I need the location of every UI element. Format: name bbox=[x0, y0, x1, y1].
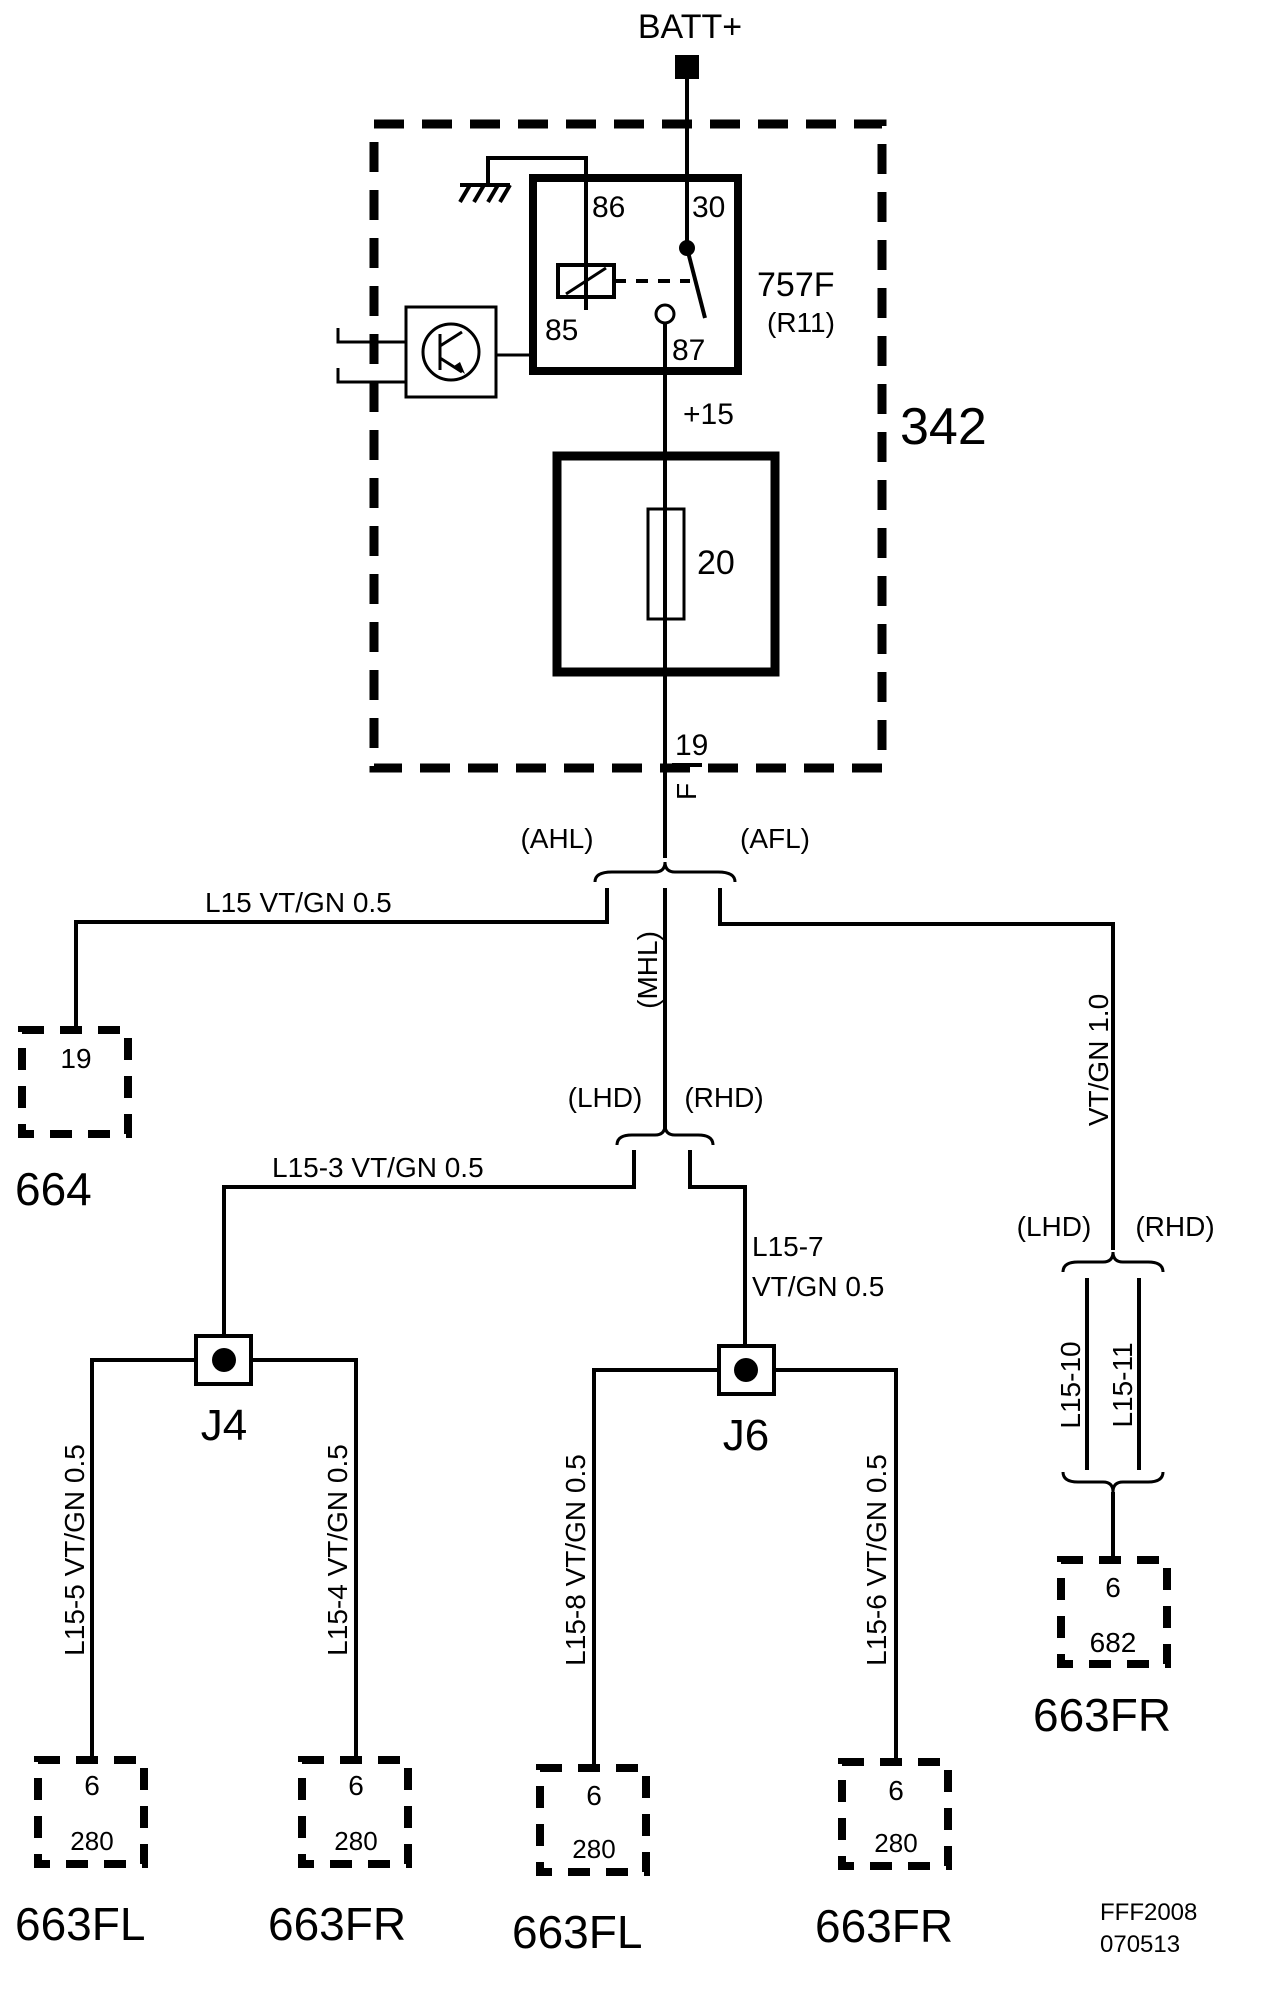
relay-sub-label: (R11) bbox=[767, 307, 835, 338]
connector-663fl-2-ref: 663FL bbox=[512, 1906, 642, 1958]
wire-l15-7 bbox=[688, 1150, 747, 1350]
wire-l15-7-spec: VT/GN 0.5 bbox=[752, 1271, 884, 1302]
ground-icon-hatch-2 bbox=[472, 183, 486, 204]
relay-switch-arm bbox=[685, 247, 707, 319]
option-afl: (AFL) bbox=[740, 823, 810, 854]
fuse-pin-side: F bbox=[671, 783, 702, 800]
wire-l15-ahl bbox=[74, 888, 609, 1030]
batt-terminal bbox=[675, 55, 699, 79]
relay-ref-label: 757F bbox=[757, 266, 835, 304]
option-rhd-right: (RHD) bbox=[1135, 1211, 1214, 1242]
ground-icon bbox=[458, 183, 472, 204]
relay-coil-slash bbox=[565, 266, 607, 296]
wire-l15-5-label: L15-5 VT/GN 0.5 bbox=[59, 1444, 90, 1656]
option-lhd-right: (LHD) bbox=[1017, 1211, 1092, 1242]
ground-icon-hatch-3 bbox=[486, 183, 500, 204]
splice-j6-dot bbox=[734, 1358, 758, 1382]
batt-plus-label: BATT+ bbox=[638, 8, 742, 46]
connector-663fr-1-pin: 6 bbox=[348, 1770, 364, 1801]
connector-663fl-2-pin: 6 bbox=[586, 1780, 602, 1811]
splice-j6-label: J6 bbox=[723, 1411, 769, 1460]
footer-code: FFF2008 bbox=[1100, 1899, 1197, 1926]
connector-663fl-1-body bbox=[34, 1756, 148, 1868]
transistor-icon bbox=[421, 322, 481, 382]
relay-body bbox=[529, 174, 742, 375]
connector-663fr-2-ref: 663FR bbox=[815, 1900, 953, 1952]
fuse-pin: 19 bbox=[675, 729, 708, 762]
right-option-brace-bottom bbox=[1061, 1471, 1165, 1493]
connector-663fr-2-body bbox=[838, 1758, 952, 1870]
transistor-box bbox=[404, 305, 498, 399]
connector-663fl-2-body bbox=[536, 1764, 650, 1876]
wire-l15-6-label: L15-6 VT/GN 0.5 bbox=[861, 1454, 892, 1666]
connector-663fl-1-ref: 663FL bbox=[15, 1898, 145, 1950]
connector-663fl-1-pin: 6 bbox=[84, 1770, 100, 1801]
splice-j4: J4 bbox=[90, 1334, 358, 1760]
wire-l15-label: L15 VT/GN 0.5 bbox=[205, 887, 392, 918]
wire-right-trunk-label: VT/GN 1.0 bbox=[1083, 994, 1114, 1126]
splice-j6: J6 bbox=[592, 1344, 898, 1768]
option-rhd-mid: (RHD) bbox=[684, 1082, 763, 1113]
connector-663fr-2-pin: 6 bbox=[888, 1775, 904, 1806]
relay-pin-85: 85 bbox=[545, 314, 578, 347]
connector-663fl-1: 6 280 663FL bbox=[15, 1756, 148, 1950]
connector-664-pin: 19 bbox=[60, 1043, 91, 1074]
option-lhd-mid: (LHD) bbox=[568, 1082, 643, 1113]
connector-682-ref: 663FR bbox=[1033, 1689, 1171, 1741]
footer-date: 070513 bbox=[1100, 1931, 1180, 1958]
connector-664-body bbox=[18, 1026, 132, 1138]
wire-l15-11-label: L15-11 bbox=[1107, 1342, 1138, 1427]
transistor-input-2 bbox=[336, 368, 406, 384]
connector-664-ref: 664 bbox=[15, 1163, 92, 1215]
transistor-icon-collector bbox=[439, 330, 463, 348]
connector-664: 19 664 bbox=[15, 1026, 132, 1215]
relay-contact-87 bbox=[654, 303, 676, 325]
connector-663fr-682: 6 682 663FR bbox=[1033, 1556, 1171, 1741]
upper-option-brace bbox=[593, 861, 737, 883]
connector-663fl-2: 6 280 663FL bbox=[512, 1764, 650, 1958]
connector-663fl-2-housing: 280 bbox=[572, 1834, 615, 1864]
wire-afl-trunk bbox=[718, 888, 1115, 1250]
wire-l15-3-label: L15-3 VT/GN 0.5 bbox=[272, 1152, 484, 1183]
connector-682-housing: 682 bbox=[1090, 1627, 1137, 1658]
transistor-driver bbox=[336, 305, 533, 399]
wire-l15-7-name: L15-7 bbox=[752, 1231, 824, 1262]
splice-j6-box bbox=[717, 1344, 776, 1396]
option-mhl: (MHL) bbox=[632, 931, 663, 1009]
splice-j4-label: J4 bbox=[201, 1401, 247, 1450]
connector-663fr-1: 6 280 663FR bbox=[268, 1756, 412, 1950]
right-option-brace-top bbox=[1061, 1251, 1165, 1273]
connector-663fr-1-ref: 663FR bbox=[268, 1898, 406, 1950]
relay-757f: 86 30 85 87 757F (R11) bbox=[458, 156, 835, 375]
connector-663fr-2: 6 280 663FR bbox=[815, 1758, 953, 1952]
splice-j4-dot bbox=[212, 1348, 236, 1372]
connector-663fl-1-housing: 280 bbox=[70, 1826, 113, 1856]
option-ahl: (AHL) bbox=[520, 823, 593, 854]
module-342-box bbox=[369, 119, 887, 773]
wire-l15-8-label: L15-8 VT/GN 0.5 bbox=[560, 1454, 591, 1666]
mid-option-brace bbox=[615, 1124, 715, 1146]
connector-663fr-1-housing: 280 bbox=[334, 1826, 377, 1856]
relay-pin-30: 30 bbox=[692, 191, 725, 224]
connector-663fr-1-body bbox=[298, 1756, 412, 1868]
relay-pin-86: 86 bbox=[592, 191, 625, 224]
transistor-icon-arrow bbox=[454, 362, 465, 374]
wire-l15-10-label: L15-10 bbox=[1055, 1341, 1086, 1428]
transistor-input-1 bbox=[336, 328, 406, 344]
wire-l15-3 bbox=[222, 1150, 636, 1340]
module-342-label: 342 bbox=[900, 398, 987, 456]
connector-663fr-2-housing: 280 bbox=[874, 1828, 917, 1858]
relay-pin-87: 87 bbox=[672, 334, 705, 367]
fuse-holder bbox=[552, 451, 780, 677]
connector-682-body bbox=[1057, 1556, 1171, 1668]
ground-icon-hatch-4 bbox=[498, 183, 512, 204]
fuse-rating: 20 bbox=[697, 544, 735, 582]
relay-ground-wire bbox=[486, 156, 588, 310]
connector-682-pin: 6 bbox=[1105, 1572, 1121, 1603]
wire-l15-4-label: L15-4 VT/GN 0.5 bbox=[322, 1444, 353, 1656]
plus15-label: +15 bbox=[683, 398, 734, 431]
transistor-icon-emitter bbox=[439, 356, 463, 374]
